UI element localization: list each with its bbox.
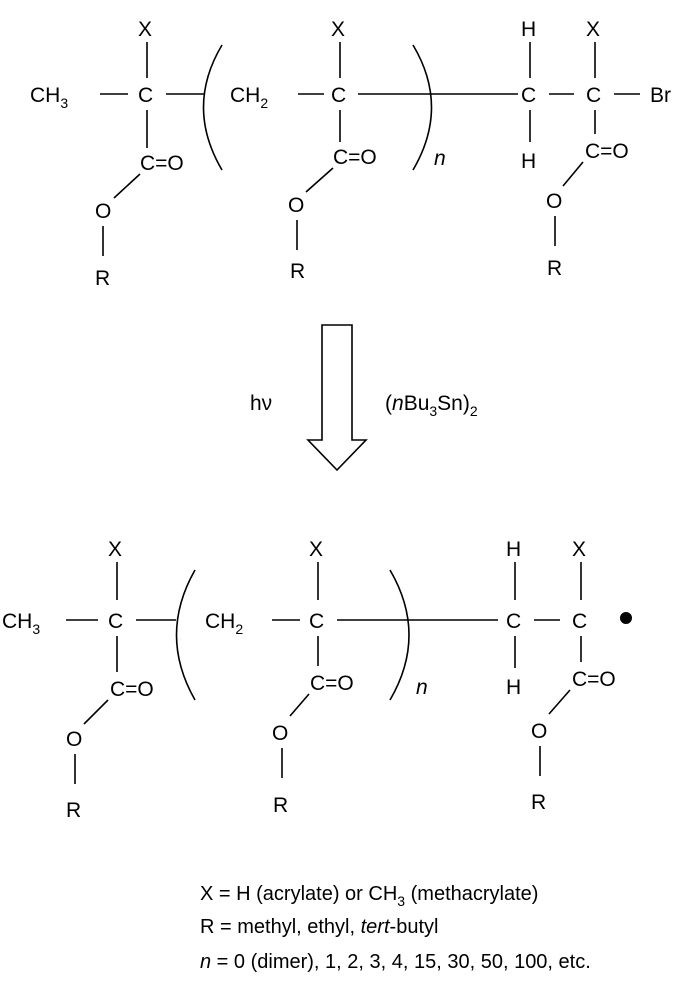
carbonyl: C=O <box>140 152 184 175</box>
atom-x: X <box>138 18 152 41</box>
atom-x: X <box>331 18 345 41</box>
repeat-n: n <box>416 676 428 699</box>
reagent-label: (nBu3Sn)2 <box>385 392 478 419</box>
legend: X = H (acrylate) or CH3 (methacrylate) R… <box>200 883 591 973</box>
right-parenthesis <box>412 44 433 171</box>
atom-o: O <box>95 200 111 223</box>
atom-x: X <box>572 538 586 561</box>
right-parenthesis <box>389 569 410 701</box>
atom-c: C <box>586 84 601 107</box>
atom-h: H <box>506 538 521 561</box>
atom-r: R <box>66 799 81 822</box>
atom-o: O <box>288 194 304 217</box>
atom-r: R <box>547 257 562 280</box>
legend-r: R = methyl, ethyl, tert-butyl <box>200 916 438 938</box>
atom-r: R <box>290 260 305 283</box>
atom-h: H <box>521 18 536 41</box>
atom-c: C <box>108 610 123 633</box>
ch3-group: CH3 <box>30 84 68 111</box>
radical-dot <box>620 612 632 624</box>
carbonyl: C=O <box>310 672 354 695</box>
carbonyl: C=O <box>572 668 616 691</box>
atom-c: C <box>506 610 521 633</box>
left-parenthesis <box>202 44 223 171</box>
left-parenthesis <box>175 569 196 701</box>
atom-r: R <box>273 794 288 817</box>
ch2-group: CH2 <box>230 84 268 111</box>
atom-c: C <box>331 84 346 107</box>
carbonyl: C=O <box>333 146 377 169</box>
starting-polymer: X CH3 C C=O O R CH2 X C C=O O R n H C H … <box>30 18 671 290</box>
atom-c: C <box>572 610 587 633</box>
carbonyl: C=O <box>110 678 154 701</box>
atom-c: C <box>138 84 153 107</box>
atom-o: O <box>66 728 82 751</box>
atom-h: H <box>506 676 521 699</box>
legend-n: n = 0 (dimer), 1, 2, 3, 4, 15, 30, 50, 1… <box>200 951 591 973</box>
ch2-group: CH2 <box>205 610 243 637</box>
atom-x: X <box>586 18 600 41</box>
atom-c: C <box>309 610 324 633</box>
atom-r: R <box>95 267 110 290</box>
radical-product: X CH3 C C=O O R CH2 X C C=O O R n H C H … <box>2 538 632 822</box>
atom-o: O <box>272 722 288 745</box>
atom-o: O <box>546 190 562 213</box>
atom-c: C <box>521 84 536 107</box>
down-arrow-icon <box>306 324 368 472</box>
carbonyl: C=O <box>585 140 629 163</box>
atom-o: O <box>531 720 547 743</box>
ch3-group: CH3 <box>2 610 40 637</box>
atom-x: X <box>309 538 323 561</box>
atom-h: H <box>521 150 536 173</box>
light-label: hν <box>250 392 272 415</box>
atom-br: Br <box>650 84 671 107</box>
repeat-n: n <box>434 147 446 170</box>
legend-x: X = H (acrylate) or CH3 (methacrylate) <box>200 883 538 909</box>
atom-r: R <box>531 791 546 814</box>
reaction-arrow: hν (nBu3Sn)2 <box>250 324 478 472</box>
atom-x: X <box>108 538 122 561</box>
